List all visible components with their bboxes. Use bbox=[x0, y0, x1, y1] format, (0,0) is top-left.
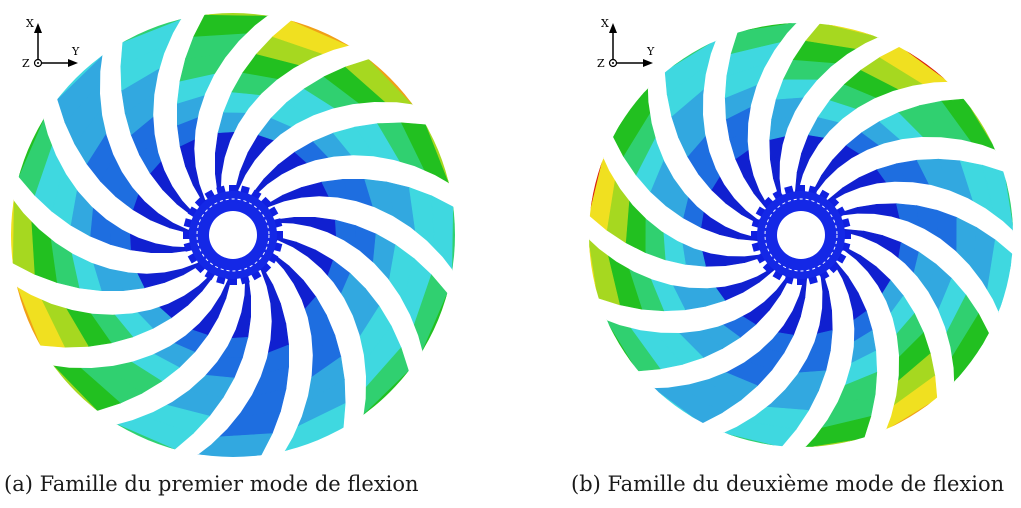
blade bbox=[11, 171, 202, 292]
blade bbox=[176, 13, 297, 204]
fan-mode-shape-a: X Y Z bbox=[11, 13, 455, 457]
axis-triad: X Y Z bbox=[597, 17, 655, 70]
fan-mode-shape-b: X Y Z bbox=[589, 17, 1013, 447]
figure-a: X Y Z (a) Famille du premier mode de flexi… bbox=[0, 0, 470, 508]
axis-label-z: Z bbox=[597, 57, 605, 70]
blade bbox=[264, 178, 455, 299]
blade bbox=[275, 236, 415, 445]
hub-bore bbox=[777, 211, 825, 259]
blade bbox=[214, 13, 381, 195]
figure-caption-b: (b) Famille du deuxième mode de flexion bbox=[571, 472, 1005, 496]
axis-label-y: Y bbox=[71, 45, 80, 58]
axis-label-x: X bbox=[601, 17, 609, 30]
blade bbox=[693, 272, 833, 447]
hub bbox=[751, 185, 851, 285]
blade bbox=[169, 266, 290, 457]
axis-label-y: Y bbox=[646, 45, 655, 58]
figure-b: X Y Z (b) Famille du deuxième mode de flex… bbox=[571, 0, 1021, 508]
axis-triad: X Y Z bbox=[22, 17, 80, 70]
hub bbox=[183, 185, 283, 285]
axis-label-x: X bbox=[26, 17, 34, 30]
hub-bore bbox=[209, 211, 257, 259]
axis-label-z: Z bbox=[22, 57, 30, 70]
figure-caption-a: (a) Famille du premier mode de flexion bbox=[4, 472, 419, 496]
